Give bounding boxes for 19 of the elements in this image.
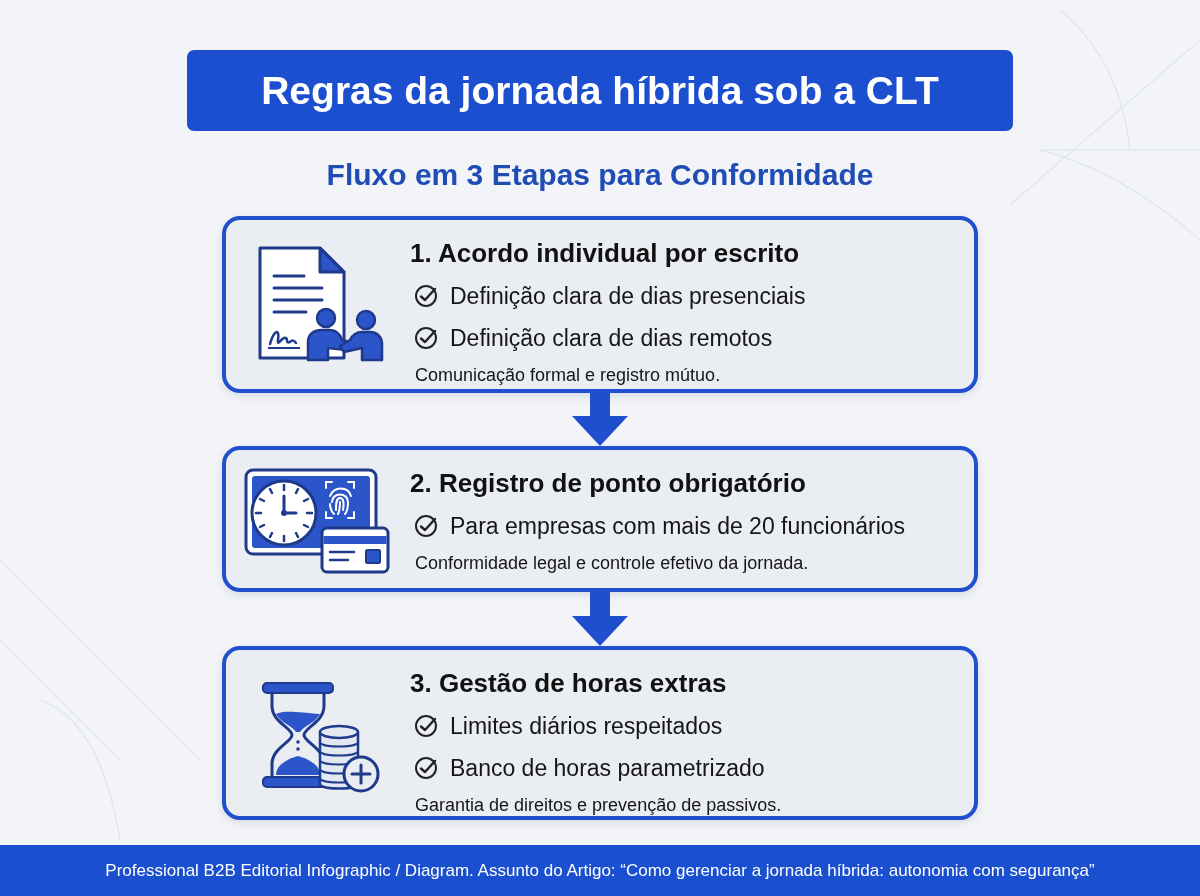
subtitle: Fluxo em 3 Etapas para Conformidade — [325, 157, 875, 193]
step-note: Garantia de direitos e prevenção de passivos. — [415, 794, 782, 817]
step-note: Comunicação formal e registro mútuo. — [415, 364, 721, 387]
step-card — [222, 646, 978, 820]
checklist-item: Definição clara de dias presenciais — [450, 282, 806, 311]
step-card — [222, 216, 978, 393]
checklist-item: Limites diários respeitados — [450, 712, 723, 741]
checklist-item: Banco de horas parametrizado — [450, 754, 765, 783]
arrow — [572, 393, 628, 446]
checklist-item: Definição clara de dias remotos — [450, 324, 773, 353]
step-heading: 2. Registro de ponto obrigatório — [410, 467, 806, 500]
arrow — [572, 592, 628, 646]
caption-bar: Professional B2B Editorial Infographic / Diagram. Assunto do Artigo: “Como gerenciar a jornada híbrida: autonomia com segurança” — [0, 845, 1200, 896]
step-heading: 3. Gestão de horas extras — [410, 667, 727, 700]
title-banner: Regras da jornada híbrida sob a CLT — [187, 50, 1013, 131]
checklist-item: Para empresas com mais de 20 funcionários — [450, 512, 906, 541]
step-card — [222, 446, 978, 592]
step-heading: 1. Acordo individual por escrito — [410, 237, 800, 270]
step-note: Conformidade legal e controle efetivo da jornada. — [415, 552, 809, 575]
